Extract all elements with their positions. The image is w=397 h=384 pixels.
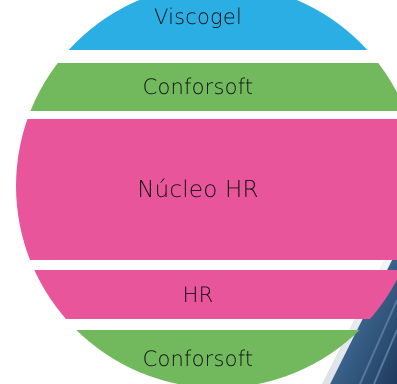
layer-label-nucleo-hr: Núcleo HR	[137, 176, 259, 203]
layer-label-conforsoft-bottom: Conforsoft	[142, 347, 254, 371]
layer-viscogel: Viscogel	[16, 0, 397, 50]
layer-label-viscogel: Viscogel	[153, 5, 243, 29]
layer-nucleo-hr: Núcleo HR	[16, 119, 397, 260]
layer-label-conforsoft-top: Conforsoft	[142, 75, 254, 99]
layer-conforsoft-bottom: Conforsoft	[16, 330, 397, 384]
layer-label-hr: HR	[182, 282, 214, 307]
layer-hr: HR	[16, 270, 397, 319]
layers-disc: Viscogel Conforsoft Núcleo HR HR Confors…	[16, 0, 397, 384]
layer-conforsoft-top: Conforsoft	[16, 63, 397, 111]
